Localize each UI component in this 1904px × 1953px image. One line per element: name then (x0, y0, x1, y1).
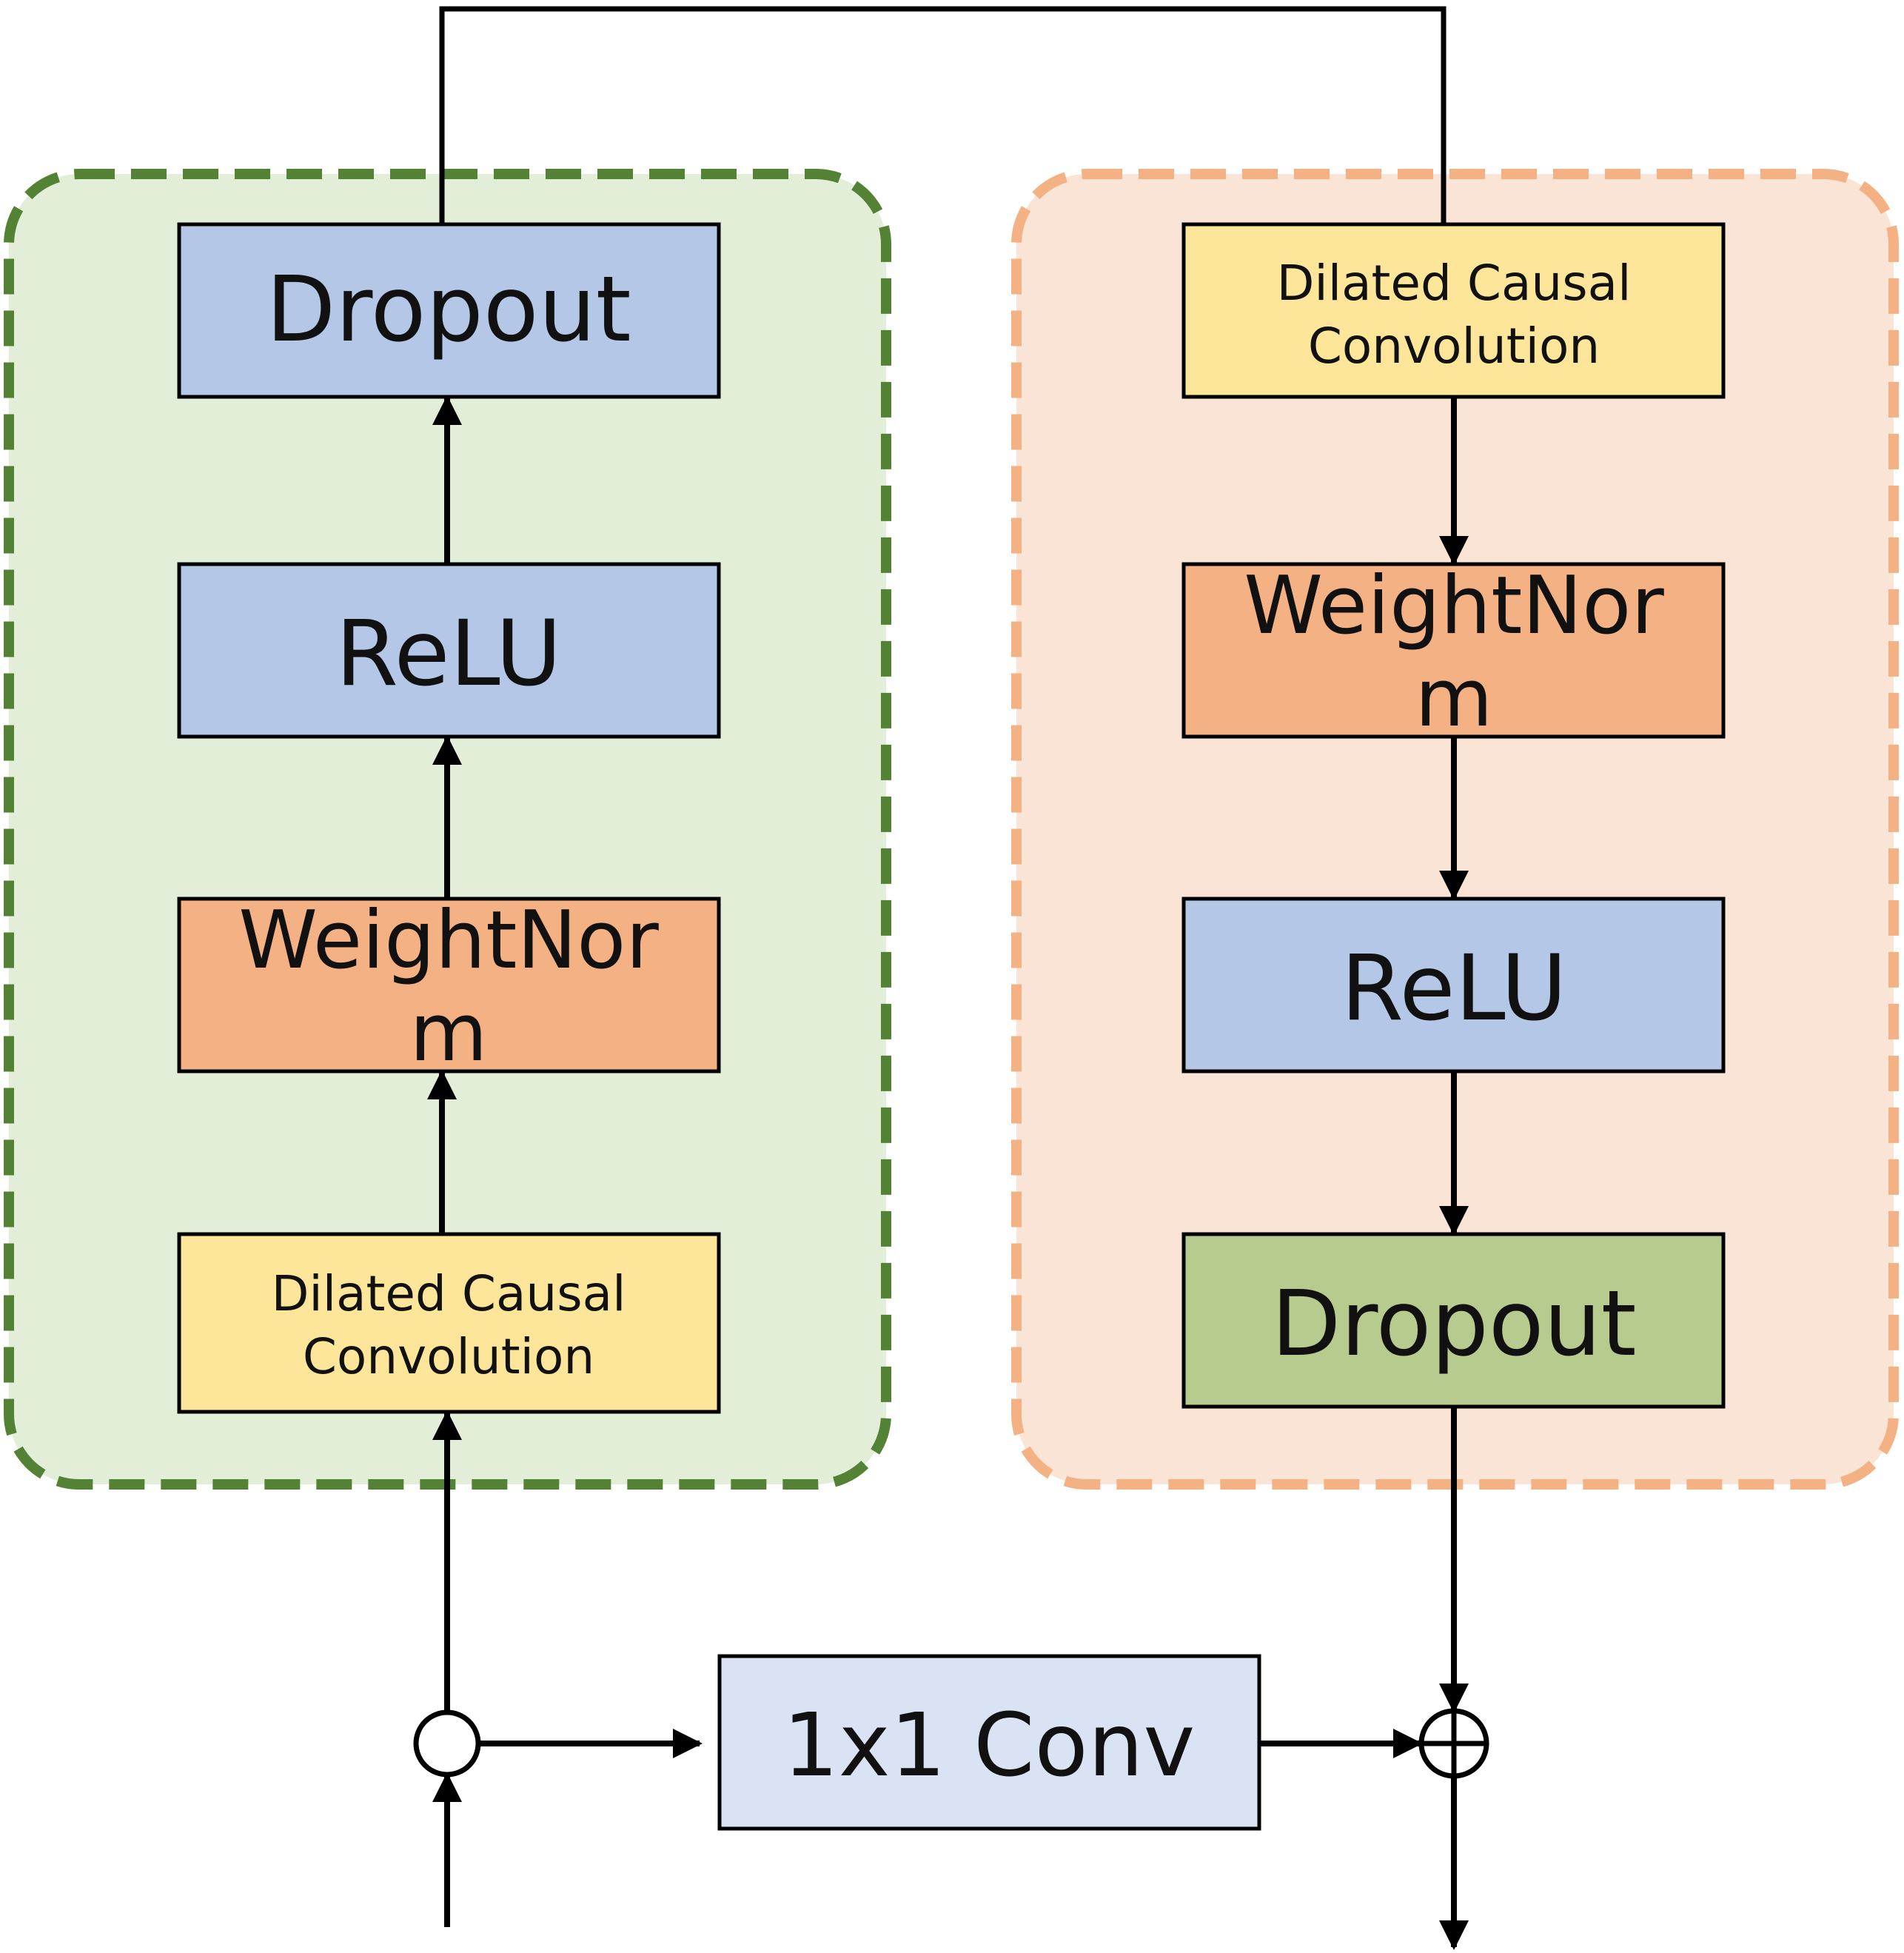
left-dropout-label: Dropout (266, 257, 631, 362)
conv1x1-label: 1x1 Conv (783, 1694, 1196, 1796)
right-conv-label-line1: Dilated Causal (1277, 255, 1632, 312)
right-relu-block (1181, 897, 1726, 1073)
right-conv-label-line2: Convolution (1308, 318, 1600, 375)
left-conv-block (177, 1232, 721, 1414)
right-dropout-block (1181, 1232, 1726, 1409)
right-weightnorm-block (1181, 562, 1726, 739)
left-conv-label-line1: Dilated Causal (272, 1265, 626, 1322)
right-dropout-label: Dropout (1271, 1271, 1636, 1376)
left-weightnorm-block (177, 897, 721, 1073)
right-relu-label: ReLU (1341, 936, 1567, 1041)
circle-node-icon (413, 1709, 481, 1778)
left-relu-label: ReLU (335, 601, 562, 706)
circled-plus-icon (1418, 1708, 1489, 1779)
right-weightnorm-label-line1: WeightNor (1244, 560, 1664, 652)
top-connector-line (439, 6, 1447, 224)
left-weightnorm-label-line2: m (409, 987, 487, 1079)
left-relu-block (177, 562, 721, 739)
left-weightnorm-label-line1: WeightNor (238, 894, 659, 987)
right-conv-block (1181, 222, 1726, 399)
right-weightnorm-label-line2: m (1415, 652, 1492, 745)
left-conv-label-line2: Convolution (303, 1328, 594, 1385)
